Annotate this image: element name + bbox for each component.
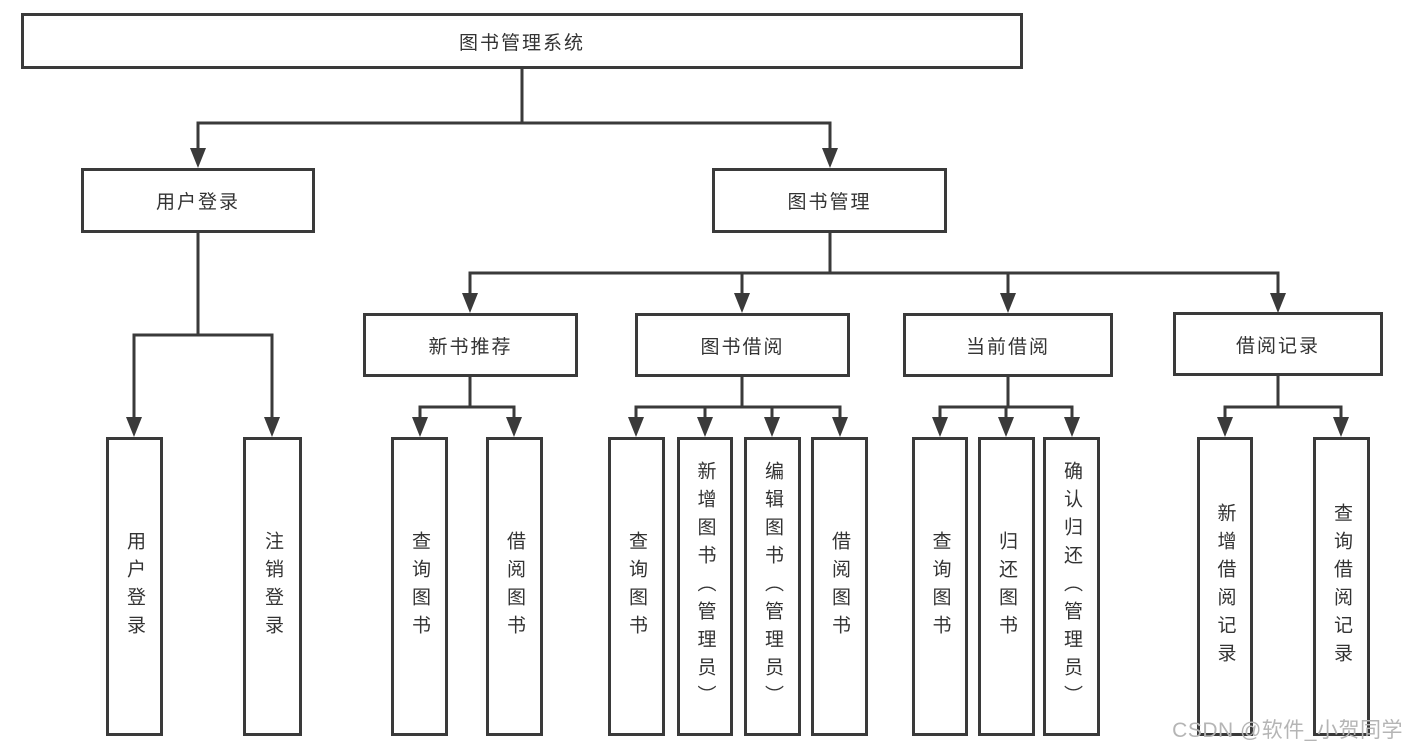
node-new-book-recommendation: 新书推荐	[363, 313, 578, 377]
node-label: 图书管理系统	[458, 32, 585, 54]
leaf-add-books-admin: 新增图书（管理员）	[677, 437, 733, 736]
leaf-label: 新增图书（管理员）	[694, 460, 716, 713]
node-current-borrowing: 当前借阅	[903, 313, 1113, 377]
csdn-watermark: CSDN @软件_小贺同学	[1172, 719, 1403, 742]
node-label: 新书推荐	[428, 336, 513, 358]
node-label: 图书管理	[787, 192, 872, 213]
leaf-label: 新增借阅记录	[1214, 502, 1236, 671]
leaf-label: 用户登录	[124, 530, 145, 643]
leaf-query-books-recommend: 查询图书	[391, 437, 448, 736]
node-user-login: 用户登录	[81, 168, 315, 233]
leaf-query-books-current: 查询图书	[912, 437, 968, 736]
leaf-query-books-borrowing: 查询图书	[608, 437, 665, 736]
node-label: 借阅记录	[1235, 335, 1320, 357]
leaf-label: 查询图书	[409, 530, 430, 643]
node-book-borrowing: 图书借阅	[635, 313, 850, 377]
node-label: 用户登录	[155, 192, 240, 213]
leaf-return-books: 归还图书	[978, 437, 1035, 736]
leaf-label: 查询图书	[929, 530, 951, 643]
node-library-management-system: 图书管理系统	[21, 13, 1023, 69]
leaf-label: 借阅图书	[504, 530, 525, 643]
node-book-management: 图书管理	[712, 168, 947, 233]
leaf-label: 借阅图书	[829, 530, 850, 643]
leaf-label: 查询借阅记录	[1331, 502, 1352, 671]
leaf-edit-books-admin: 编辑图书（管理员）	[744, 437, 801, 736]
leaf-query-borrow-record: 查询借阅记录	[1313, 437, 1370, 736]
leaf-label: 确认归还（管理员）	[1061, 460, 1082, 713]
leaf-user-login: 用户登录	[106, 437, 163, 736]
node-label: 当前借阅	[965, 336, 1050, 358]
leaf-label: 编辑图书（管理员）	[762, 460, 783, 713]
node-borrowing-records: 借阅记录	[1173, 312, 1383, 376]
leaf-label: 查询图书	[626, 530, 647, 643]
leaf-borrow-books-borrowing: 借阅图书	[811, 437, 868, 736]
arrowheads	[126, 148, 1349, 437]
leaf-logout: 注销登录	[243, 437, 302, 736]
leaf-borrow-books-recommend: 借阅图书	[486, 437, 543, 736]
leaf-confirm-return-admin: 确认归还（管理员）	[1043, 437, 1100, 736]
leaf-label: 归还图书	[996, 530, 1017, 643]
leaf-label: 注销登录	[262, 530, 283, 643]
node-label: 图书借阅	[700, 336, 785, 358]
leaf-add-borrow-record: 新增借阅记录	[1197, 437, 1253, 736]
